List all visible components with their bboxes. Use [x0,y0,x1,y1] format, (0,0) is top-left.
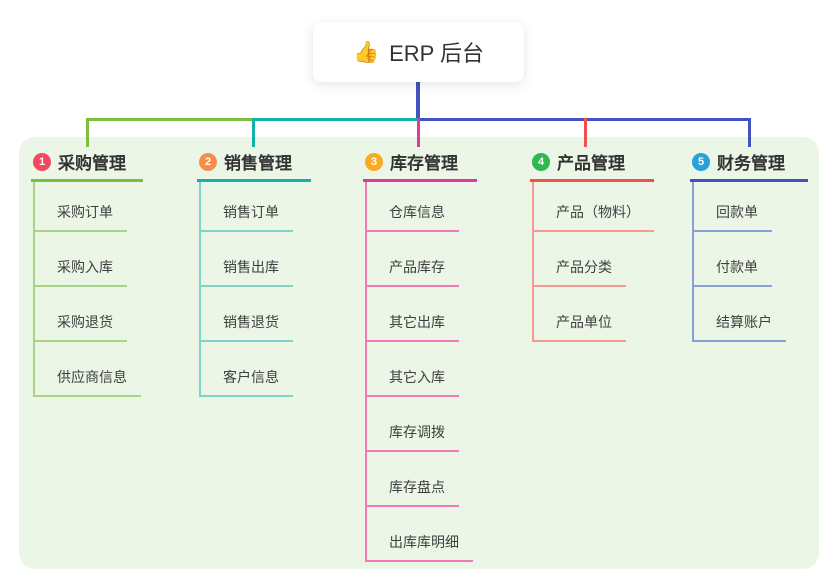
child-label: 产品库存 [389,259,445,275]
root-label: ERP 后台 [389,41,485,66]
child-label: 采购订单 [57,204,113,220]
branch-label: 库存管理 [390,154,458,173]
child-label: 其它入库 [389,369,445,385]
child-node[interactable]: 产品（物料） [534,182,654,232]
child-label: 出库库明细 [389,534,459,550]
branch-label: 采购管理 [58,154,126,173]
child-node[interactable]: 供应商信息 [35,342,141,397]
branch-5: 5 财务管理 回款单付款单结算账户 [690,147,808,342]
branch-drop-purchase [86,118,89,147]
branch-drop-product [584,118,587,147]
child-label: 供应商信息 [57,369,127,385]
branch-number-badge: 5 [692,152,710,171]
child-node[interactable]: 销售订单 [201,182,293,232]
branch-3: 3 库存管理 仓库信息产品库存其它出库其它入库库存调拨库存盘点出库库明细 [363,147,477,562]
child-label: 销售订单 [223,204,279,220]
root-node-erp[interactable]: 👍 ERP 后台 [313,22,524,82]
branch-drop-sales [252,118,255,147]
branch-number-badge: 2 [199,152,217,171]
branches-panel [19,137,819,569]
branch-number-badge: 1 [33,152,51,171]
branch-header[interactable]: 5 财务管理 [690,147,808,182]
thumbs-up-icon: 👍 [352,40,380,64]
branch-1: 1 采购管理 采购订单采购入库采购退货供应商信息 [31,147,143,397]
child-label: 产品（物料） [556,204,640,220]
child-label: 产品分类 [556,259,612,275]
branch-header[interactable]: 3 库存管理 [363,147,477,182]
child-label: 产品单位 [556,314,612,330]
child-label: 付款单 [716,259,758,275]
child-label: 客户信息 [223,369,279,385]
child-node[interactable]: 采购入库 [35,232,127,287]
branch-label: 财务管理 [717,154,785,173]
child-node[interactable]: 结算账户 [694,287,786,342]
branch-label: 销售管理 [224,154,292,173]
child-node[interactable]: 客户信息 [201,342,293,397]
branch-number-badge: 3 [365,152,383,171]
branch-children: 产品（物料） 产品分类产品单位 [532,182,654,342]
branch-label: 产品管理 [557,154,625,173]
child-label: 销售退货 [223,314,279,330]
child-node[interactable]: 采购订单 [35,182,127,232]
child-node[interactable]: 回款单 [694,182,772,232]
child-node[interactable]: 产品单位 [534,287,626,342]
branch-header[interactable]: 1 采购管理 [31,147,143,182]
branch-children: 销售订单销售出库销售退货客户信息 [199,182,311,397]
child-node[interactable]: 库存盘点 [367,452,459,507]
child-node[interactable]: 出库库明细 [367,507,473,562]
child-node[interactable]: 采购退货 [35,287,127,342]
child-label: 采购入库 [57,259,113,275]
child-label: 库存调拨 [389,424,445,440]
branch-children: 采购订单采购入库采购退货供应商信息 [33,182,143,397]
branch-2: 2 销售管理 销售订单销售出库销售退货客户信息 [197,147,311,397]
branch-4: 4 产品管理 产品（物料） 产品分类产品单位 [530,147,654,342]
child-node[interactable]: 其它出库 [367,287,459,342]
child-label: 采购退货 [57,314,113,330]
child-node[interactable]: 产品分类 [534,232,626,287]
child-node[interactable]: 其它入库 [367,342,459,397]
child-node[interactable]: 库存调拨 [367,397,459,452]
child-node[interactable]: 付款单 [694,232,772,287]
branch-header[interactable]: 2 销售管理 [197,147,311,182]
child-node[interactable]: 销售出库 [201,232,293,287]
child-label: 结算账户 [716,314,772,330]
branch-number-badge: 4 [532,152,550,171]
trunk-segment-sales [254,118,420,121]
child-label: 回款单 [716,204,758,220]
child-label: 其它出库 [389,314,445,330]
child-label: 库存盘点 [389,479,445,495]
child-node[interactable]: 产品库存 [367,232,459,287]
root-connector [416,82,420,119]
branch-drop-finance [748,118,751,147]
branch-header[interactable]: 4 产品管理 [530,147,654,182]
branch-children: 回款单付款单结算账户 [692,182,808,342]
child-label: 仓库信息 [389,204,445,220]
branch-drop-inventory [417,118,420,147]
child-label: 销售出库 [223,259,279,275]
trunk-segment-purchase [87,118,254,121]
branch-children: 仓库信息产品库存其它出库其它入库库存调拨库存盘点出库库明细 [365,182,477,562]
child-node[interactable]: 销售退货 [201,287,293,342]
child-node[interactable]: 仓库信息 [367,182,459,232]
